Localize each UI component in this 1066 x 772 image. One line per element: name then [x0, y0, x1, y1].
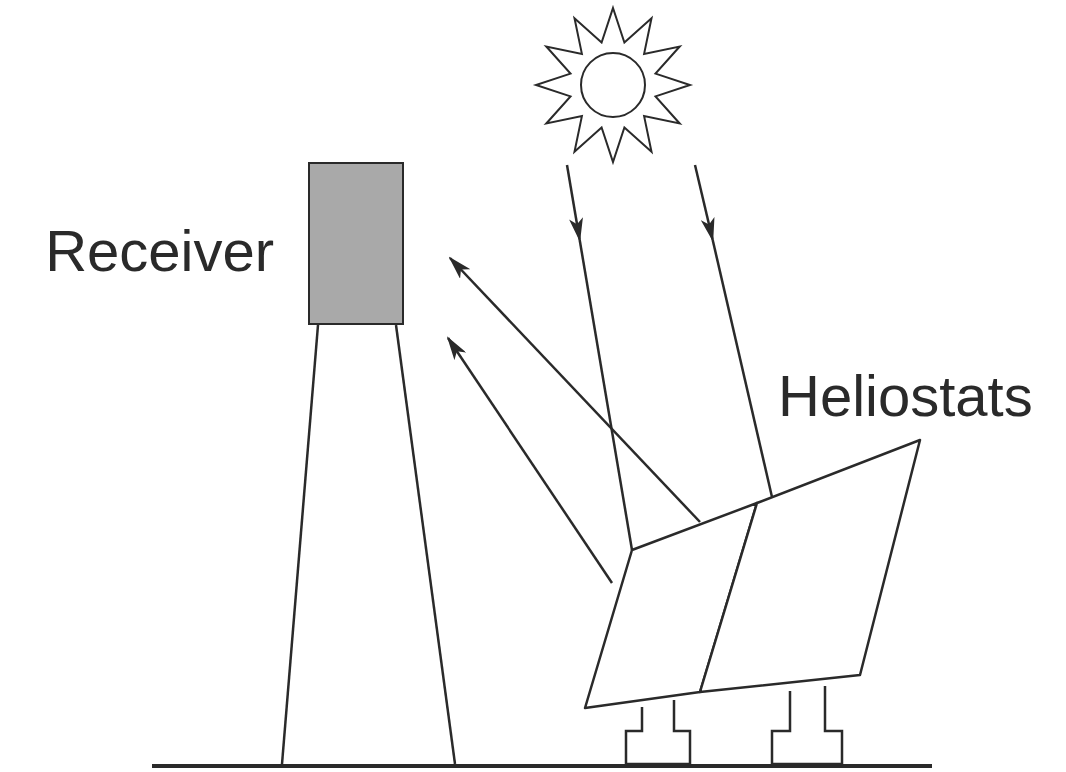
sun-rays	[536, 8, 690, 162]
mirror-panel	[700, 440, 920, 692]
heliostat-shape	[580, 435, 930, 768]
sunlight-ray	[567, 165, 580, 240]
heliostat-label: Heliostats	[778, 367, 1033, 425]
heliostat-stand	[626, 700, 690, 764]
reflected-ray	[450, 258, 700, 522]
sunlight-ray	[695, 165, 713, 240]
tower-edge	[282, 325, 318, 764]
reflected-ray	[448, 338, 612, 583]
heliostat-stand	[772, 686, 842, 764]
receiver-label: Receiver	[45, 222, 274, 280]
sunlight-ray	[580, 240, 632, 550]
tower-edge	[396, 325, 455, 764]
sunlight-ray	[713, 240, 772, 497]
sun-disc	[581, 53, 645, 117]
heliostat-group: Heliostats	[580, 435, 930, 768]
receiver-box: Receiver	[308, 162, 404, 325]
